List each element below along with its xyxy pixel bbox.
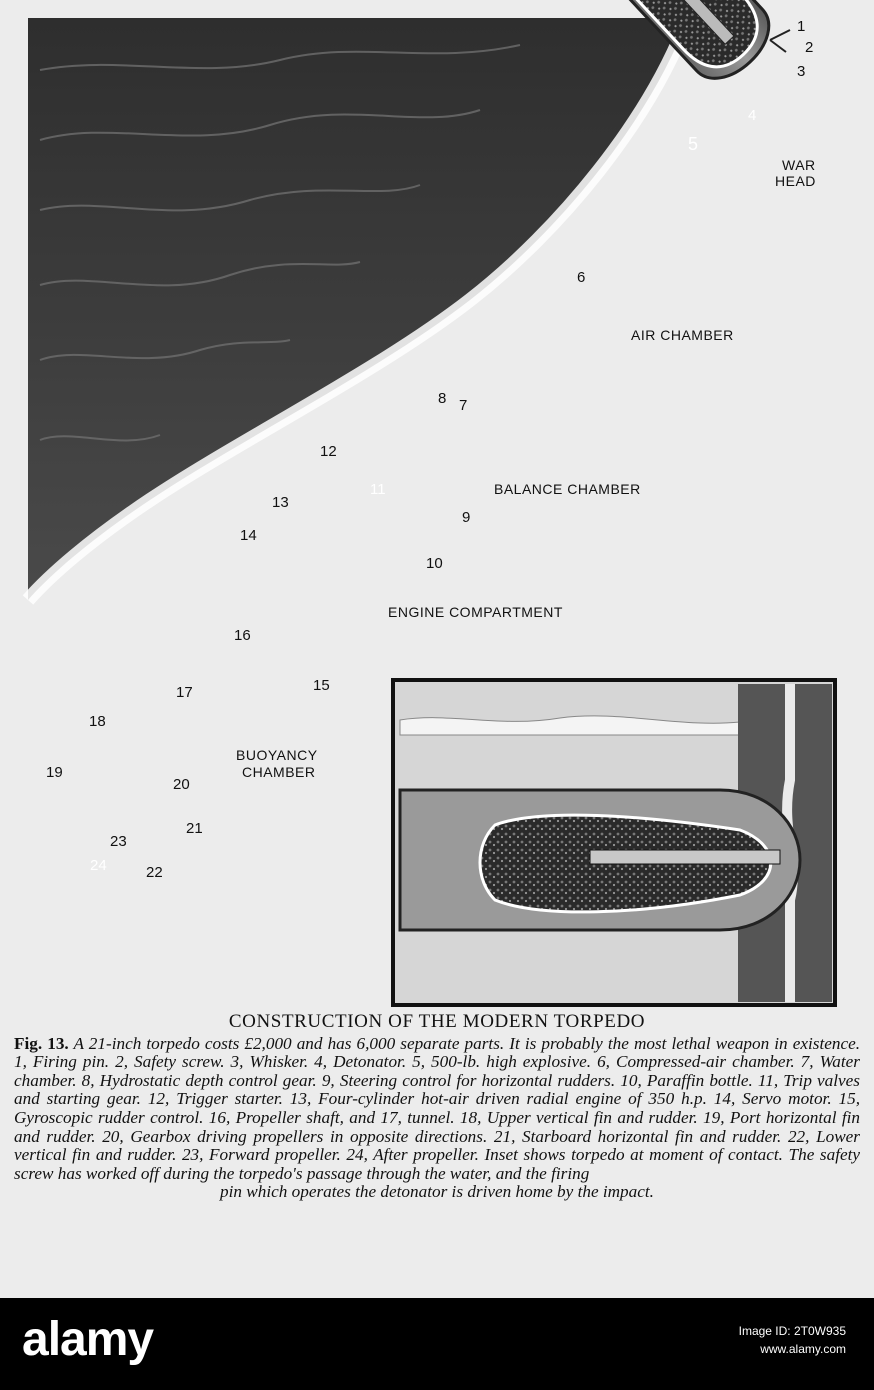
label-10: 10	[426, 555, 443, 572]
caption-body: Fig. 13. A 21-inch torpedo costs £2,000 …	[14, 1033, 860, 1202]
label-head: HEAD	[775, 173, 816, 189]
label-18: 18	[89, 713, 106, 730]
label-air-chamber: AIR CHAMBER	[631, 327, 734, 343]
torpedo-hull	[12, 0, 771, 80]
label-22: 22	[146, 864, 163, 881]
label-13: 13	[272, 494, 289, 511]
caption-title: CONSTRUCTION OF THE MODERN TORPEDO	[228, 1011, 646, 1032]
image-id-line: Image ID: 2T0W935	[738, 1324, 846, 1338]
label-chamber: CHAMBER	[242, 764, 316, 780]
caption-tail: pin which operates the detonator is driv…	[220, 1182, 654, 1202]
image-id: Image ID: 2T0W935 www.alamy.com	[739, 1322, 846, 1358]
label-9: 9	[462, 509, 470, 526]
torpedo	[12, 0, 771, 80]
label-11: 11	[370, 481, 386, 498]
label-1: 1	[797, 18, 805, 35]
sea-surface	[28, 18, 688, 600]
label-6: 6	[577, 269, 585, 286]
site-url: www.alamy.com	[760, 1342, 846, 1356]
inset-detonator	[589, 849, 781, 865]
label-15: 15	[313, 677, 330, 694]
label-buoyancy: BUOYANCY	[236, 747, 318, 763]
alamy-logo: alamy	[22, 1313, 154, 1366]
label-4: 4	[748, 107, 756, 124]
torpedo-illustration: 1 2 3 4 5 6 7 8 9 10 11 12 13 14 15 16 1…	[12, 0, 837, 1007]
figure-caption: CONSTRUCTION OF THE MODERN TORPEDO Fig. …	[14, 1011, 860, 1202]
book-page: 1 2 3 4 5 6 7 8 9 10 11 12 13 14 15 16 1…	[0, 0, 874, 1298]
inset-box	[391, 678, 837, 1007]
label-engine-compartment: ENGINE COMPARTMENT	[388, 604, 563, 620]
label-23: 23	[110, 833, 127, 850]
label-2: 2	[805, 39, 813, 56]
foam-edge	[22, 15, 695, 605]
detonator	[676, 0, 735, 45]
figure-label: Fig. 13.	[14, 1033, 69, 1053]
label-24: 24	[90, 857, 107, 874]
label-12: 12	[320, 443, 337, 460]
label-20: 20	[173, 776, 190, 793]
label-17: 17	[176, 684, 193, 701]
label-8: 8	[438, 390, 446, 407]
label-3: 3	[797, 63, 805, 80]
label-war: WAR	[782, 157, 816, 173]
label-balance-chamber: BALANCE CHAMBER	[494, 481, 641, 497]
caption-text: A 21-inch torpedo costs £2,000 and has 6…	[14, 1033, 860, 1183]
stock-footer: alamy Image ID: 2T0W935 www.alamy.com	[0, 1298, 874, 1390]
label-19: 19	[46, 764, 63, 781]
label-7: 7	[459, 397, 467, 414]
whisker	[769, 29, 791, 53]
label-5: 5	[688, 134, 698, 154]
label-14: 14	[240, 527, 257, 544]
label-21: 21	[186, 820, 203, 837]
label-16: 16	[234, 627, 251, 644]
wave-lines	[39, 44, 521, 442]
